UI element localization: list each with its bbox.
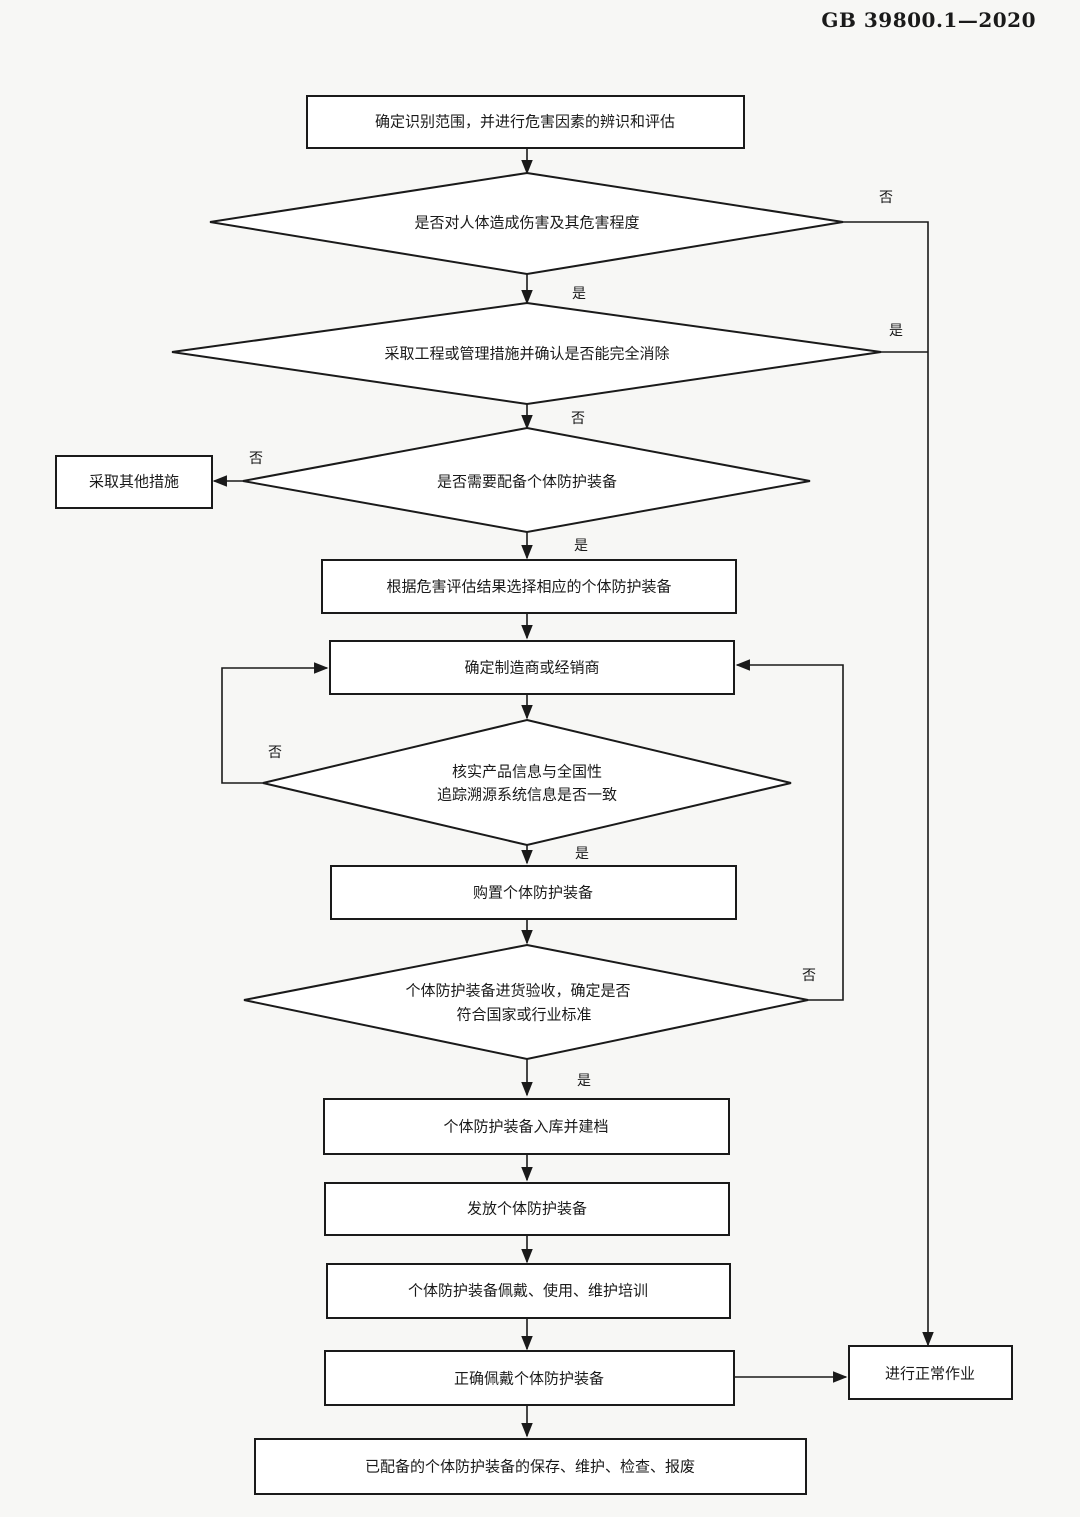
step-purchase-ppe-text: 购置个体防护装备 bbox=[473, 884, 593, 902]
step-maintenance bbox=[254, 1438, 807, 1495]
decision-eliminate-text: 采取工程或管理措施并确认是否能完全消除 bbox=[384, 345, 669, 363]
step-store-ppe-text: 个体防护装备入库并建档 bbox=[443, 1118, 608, 1136]
label-acceptance-yes: 是 bbox=[577, 1073, 591, 1089]
decision-acceptance bbox=[243, 943, 809, 1061]
decision-harm bbox=[209, 171, 844, 276]
standard-code: GB 39800.1—2020 bbox=[821, 8, 1036, 32]
step-wear-correctly-text: 正确佩戴个体防护装备 bbox=[454, 1370, 604, 1388]
decision-acceptance-line2: 符合国家或行业标准 bbox=[456, 1006, 591, 1024]
label-acceptance-no: 否 bbox=[802, 968, 816, 984]
step-normal-work-text: 进行正常作业 bbox=[885, 1365, 975, 1383]
decision-acceptance-line1: 个体防护装备进货验收，确定是否 bbox=[405, 982, 630, 1000]
step-choose-supplier-text: 确定制造商或经销商 bbox=[464, 659, 599, 677]
decision-verify-info-line2: 追踪溯源系统信息是否一致 bbox=[437, 786, 617, 804]
step-store-ppe bbox=[323, 1098, 730, 1155]
label-eliminate-no: 否 bbox=[571, 411, 585, 427]
step-determine-scope bbox=[306, 95, 745, 149]
step-training-text: 个体防护装备佩戴、使用、维护培训 bbox=[408, 1282, 648, 1300]
arrow-acceptance-no-loop bbox=[735, 659, 844, 1001]
decision-verify-info-line1: 核实产品信息与全国性 bbox=[452, 763, 602, 781]
arrow-harm-no-to-normal-work bbox=[843, 221, 934, 1347]
step-other-measures bbox=[55, 455, 213, 509]
step-determine-scope-text: 确定识别范围，并进行危害因素的辨识和评估 bbox=[375, 113, 675, 131]
label-verify-yes: 是 bbox=[575, 846, 589, 862]
arrow-verify-no-loop bbox=[221, 662, 329, 784]
label-harm-yes: 是 bbox=[572, 286, 586, 302]
decision-harm-text: 是否对人体造成伤害及其危害程度 bbox=[414, 214, 639, 232]
label-harm-no: 否 bbox=[879, 190, 893, 206]
step-select-ppe-text: 根据危害评估结果选择相应的个体防护装备 bbox=[386, 578, 671, 596]
step-issue-ppe bbox=[324, 1182, 730, 1236]
step-other-measures-text: 采取其他措施 bbox=[89, 473, 179, 491]
step-issue-ppe-text: 发放个体防护装备 bbox=[467, 1200, 587, 1218]
connectors bbox=[212, 148, 934, 1438]
label-need-ppe-no: 否 bbox=[249, 451, 263, 467]
label-verify-no: 否 bbox=[268, 745, 282, 761]
step-wear-correctly bbox=[324, 1350, 735, 1406]
decision-need-ppe bbox=[242, 426, 811, 534]
step-normal-work bbox=[848, 1345, 1013, 1400]
step-maintenance-text: 已配备的个体防护装备的保存、维护、检查、报废 bbox=[365, 1458, 695, 1476]
step-select-ppe bbox=[321, 559, 737, 614]
decision-need-ppe-text: 是否需要配备个体防护装备 bbox=[437, 473, 617, 491]
label-need-ppe-yes: 是 bbox=[574, 538, 588, 554]
step-purchase-ppe bbox=[330, 865, 737, 920]
step-training bbox=[326, 1263, 731, 1319]
step-choose-supplier bbox=[329, 640, 735, 695]
decision-eliminate bbox=[171, 301, 882, 406]
label-eliminate-yes: 是 bbox=[889, 323, 903, 339]
decision-verify-info bbox=[262, 718, 792, 847]
